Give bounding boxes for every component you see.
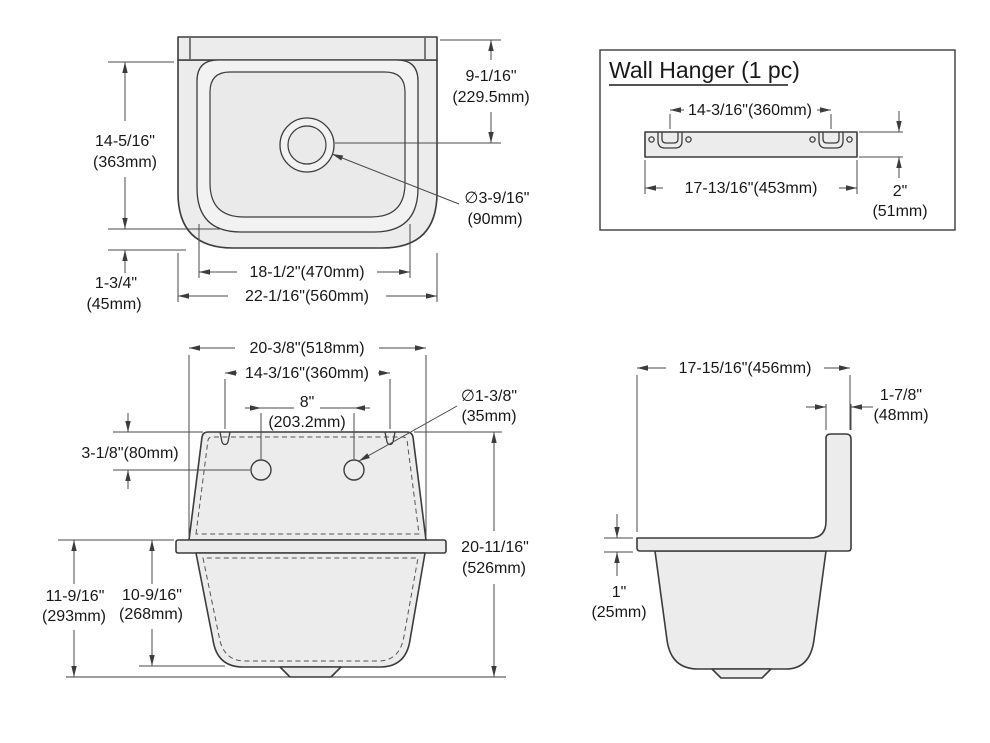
dim-label: 1" <box>612 584 627 601</box>
dim-label: (35mm) <box>461 408 516 425</box>
hanger-slot-left <box>219 431 231 446</box>
dim-label: 2" <box>893 183 908 200</box>
screw-hole <box>648 136 655 143</box>
dim-label: 9-1/16" <box>465 68 516 85</box>
dim-label: 14-5/16" <box>95 133 155 150</box>
dim-label: (268mm) <box>119 606 183 623</box>
bracket-outer <box>818 132 844 149</box>
faucet-hole-right <box>343 459 365 481</box>
dim-label: 22-1/16"(560mm) <box>245 288 369 305</box>
dim-label: ∅3-9/16" <box>465 190 530 207</box>
dim-label: 1-7/8" <box>880 387 922 404</box>
bracket-inner <box>661 132 679 144</box>
dim-label: (51mm) <box>872 203 927 220</box>
drain-boss-side <box>711 668 772 679</box>
dim-label: ∅1-3/8" <box>461 388 517 405</box>
dim-side-overall-depth: 17-15/16"(456mm) <box>636 360 851 532</box>
drain-boss-front <box>279 666 342 678</box>
front-view: 20-3/8"(518mm) 14-3/16"(360mm) 8" (203.2… <box>42 340 529 678</box>
dim-label: 10-9/16" <box>122 587 182 604</box>
dim-overall-depth: 14-5/16" (363mm) <box>93 61 222 230</box>
dim-rim-to-floor: 11-9/16" (293mm) <box>42 539 174 677</box>
detail-title: Wall Hanger (1 pc) <box>609 57 800 83</box>
drain-inner-circle <box>287 125 327 165</box>
hanger-slot-right <box>384 431 396 446</box>
dim-hanger-hole-spacing: 14-3/16"(360mm) <box>669 102 832 129</box>
leader-line <box>358 405 458 462</box>
dim-label: (229.5mm) <box>452 89 529 106</box>
dim-label: 8" <box>300 394 315 411</box>
dim-label: 14-3/16"(360mm) <box>245 365 369 382</box>
dim-label: (45mm) <box>86 296 141 313</box>
dim-hanger-height: 2" (51mm) <box>859 111 928 220</box>
dim-label: 1-3/4" <box>95 275 137 292</box>
screw-hole <box>685 136 692 143</box>
callout-drain-diameter: ∅3-9/16" (90mm) <box>331 153 530 228</box>
wall-hanger-panel: Wall Hanger (1 pc) 14-3/16"(360mm) <box>599 49 956 231</box>
backsplash-hidden-line <box>195 436 420 535</box>
dim-label: 17-13/16"(453mm) <box>685 180 818 197</box>
dim-label: (48mm) <box>873 407 928 424</box>
dim-label: 18-1/2"(470mm) <box>249 264 364 281</box>
backsplash-outline <box>188 431 427 541</box>
side-view: 17-15/16"(456mm) 1-7/8" (48mm) 1" (25mm) <box>591 360 929 679</box>
basin-side-outline <box>654 550 827 670</box>
dim-label: (90mm) <box>467 211 522 228</box>
callout-faucet-diameter: ∅1-3/8" (35mm) <box>358 388 517 462</box>
basin-front-outline <box>195 552 426 668</box>
dim-label: 20-11/16" <box>461 539 529 556</box>
dim-label: (526mm) <box>462 560 526 577</box>
dim-hole-drop: 3-1/8"(80mm) <box>81 413 250 489</box>
dim-drain-offset: 9-1/16" (229.5mm) <box>335 39 530 144</box>
dim-backsplash-thickness: 1-7/8" (48mm) <box>806 387 929 430</box>
bracket-outer <box>657 132 683 149</box>
dim-label: 17-15/16"(456mm) <box>679 360 812 377</box>
dim-hanger-slot-spacing: 14-3/16"(360mm) <box>224 365 391 429</box>
leader-line <box>331 153 460 205</box>
dim-label: 11-9/16" <box>46 588 105 605</box>
screw-hole <box>809 136 816 143</box>
rim-front <box>175 539 447 554</box>
dim-front-rim: 1-3/4" (45mm) <box>86 249 186 313</box>
faucet-hole-left <box>250 459 272 481</box>
dim-label: 20-3/8"(518mm) <box>249 340 364 357</box>
dim-label: 3-1/8"(80mm) <box>81 445 178 462</box>
hanger-bracket-left <box>648 132 692 149</box>
screw-hole <box>846 136 853 143</box>
rim-and-backsplash-profile <box>636 433 852 552</box>
hanger-bar <box>644 131 858 158</box>
dim-overall-width: 22-1/16"(560mm) <box>177 253 438 305</box>
dim-bowl-depth: 10-9/16" (268mm) <box>119 540 225 667</box>
dim-front-top-width: 20-3/8"(518mm) <box>188 340 427 536</box>
dim-hanger-length: 17-13/16"(453mm) <box>644 160 858 197</box>
backsplash-top-edge <box>177 36 438 61</box>
dim-rim-thickness: 1" (25mm) <box>591 514 647 621</box>
dim-bowl-width: 18-1/2"(470mm) <box>198 224 411 281</box>
top-view: 14-5/16" (363mm) 1-3/4" (45mm) 9-1/16" (… <box>86 36 530 313</box>
dim-faucet-spacing: 8" (203.2mm) <box>245 394 370 459</box>
dim-label: (203.2mm) <box>268 414 345 431</box>
hanger-bracket-right <box>809 132 853 149</box>
dim-label: (363mm) <box>93 154 157 171</box>
dim-label: (293mm) <box>42 608 106 625</box>
dim-label: (25mm) <box>591 604 646 621</box>
bracket-inner <box>822 132 840 144</box>
dim-label: 14-3/16"(360mm) <box>688 102 812 119</box>
dim-overall-height: 20-11/16" (526mm) <box>414 431 529 677</box>
